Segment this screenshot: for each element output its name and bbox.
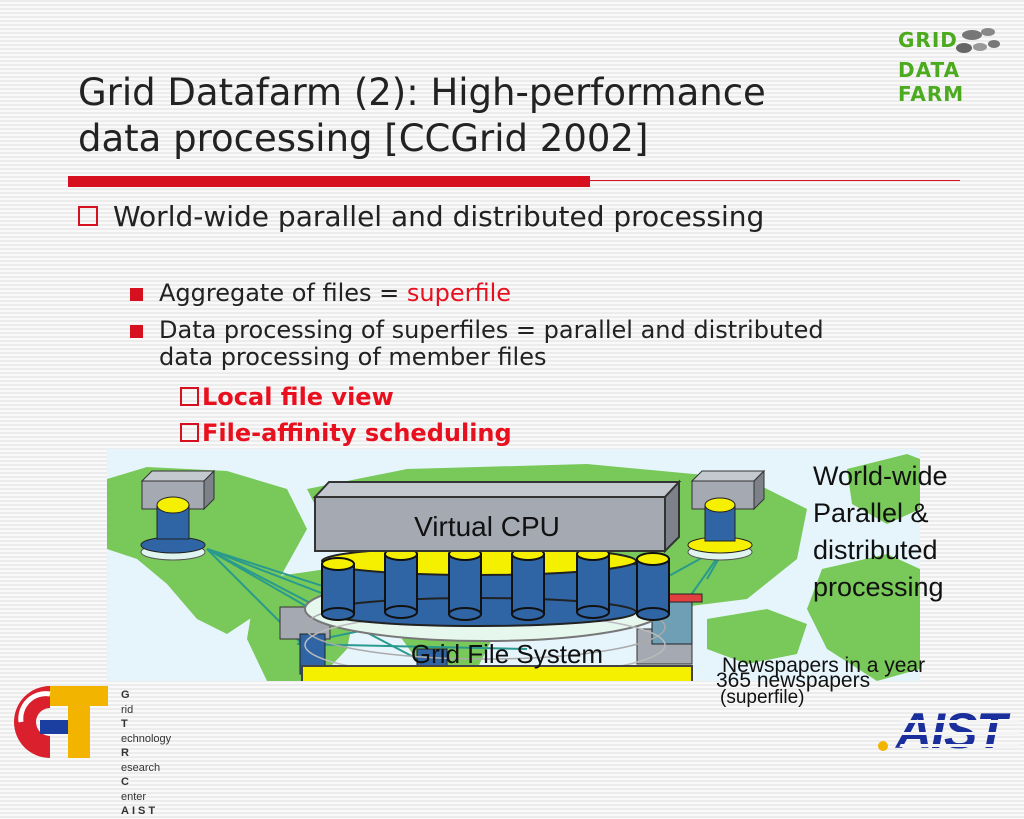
bullet-data-processing: Data processing of superfiles = parallel… xyxy=(130,317,870,371)
bullet-local-file-view: Local file view xyxy=(180,383,394,411)
title-underline-thin xyxy=(590,180,960,181)
hollow-square-bullet-icon xyxy=(180,387,199,406)
grid-datafarm-logo: GRID DATA FARM xyxy=(880,10,1020,106)
grid-datafarm-logo-line-1: GRID xyxy=(898,28,958,52)
bullet-aggregate-of-files: Aggregate of files = superfile xyxy=(130,280,870,307)
virtual-cpu-box: Virtual CPU xyxy=(312,479,682,554)
filled-square-bullet-icon xyxy=(130,325,143,338)
bullet-local-file-view-text: Local file view xyxy=(202,383,394,411)
world-wide-caption-line-1: World-wide xyxy=(813,461,948,491)
gtrc-logo-icon xyxy=(14,686,108,758)
bullet-file-affinity-scheduling-text: File-affinity scheduling xyxy=(202,419,512,447)
aggregate-prefix: Aggregate of files = xyxy=(159,279,407,307)
node-west xyxy=(140,469,216,561)
grid-datafarm-logo-icon xyxy=(956,28,1000,53)
filled-square-bullet-icon xyxy=(130,288,143,301)
bullet-world-wide-processing-text: World-wide parallel and distributed proc… xyxy=(113,200,765,233)
world-wide-caption-line-2: Parallel & xyxy=(813,498,929,528)
bullet-aggregate-of-files-text: Aggregate of files = superfile xyxy=(159,280,870,307)
world-wide-caption-line-4: processing xyxy=(813,572,944,602)
bullet-data-processing-text: Data processing of superfiles = parallel… xyxy=(159,316,824,371)
superfile-caption: (superfile) xyxy=(720,687,805,708)
aist-logo-stripe xyxy=(899,720,1021,723)
hollow-square-bullet-icon xyxy=(180,423,199,442)
world-wide-caption: World-wide Parallel & distributed proces… xyxy=(813,458,1013,606)
org-line-aist: AIST xyxy=(121,805,159,817)
bullet-world-wide-processing: World-wide parallel and distributed proc… xyxy=(78,200,798,234)
newspapers-year-caption: Newspapers in a year xyxy=(722,654,926,677)
title-line-2: data processing [CCGrid 2002] xyxy=(78,117,649,160)
aist-logo-dot-icon xyxy=(878,741,888,751)
hollow-square-bullet-icon xyxy=(78,206,98,226)
node-east xyxy=(687,469,766,561)
bullet-file-affinity-scheduling: File-affinity scheduling xyxy=(180,419,512,447)
world-wide-caption-line-3: distributed xyxy=(813,535,938,565)
aist-logo-stripe xyxy=(899,732,1021,735)
grid-file-system-label: Grid File System xyxy=(411,639,603,669)
grid-datafarm-logo-line-2: DATA FARM xyxy=(898,58,965,106)
aist-logo: AIST xyxy=(878,700,1024,768)
superfile-term: superfile xyxy=(406,279,512,307)
title-underline-bar xyxy=(68,176,590,187)
virtual-cpu-label: Virtual CPU xyxy=(414,511,560,542)
aist-logo-text: AIST xyxy=(896,703,1007,759)
aist-logo-stripe xyxy=(899,744,1021,747)
newspapers-count-caption: 365 newspapers xyxy=(716,669,871,692)
title-line-1: Grid Datafarm (2): High-performance xyxy=(78,71,766,114)
grid-datafarm-diagram: Grid File System Virtual CPU xyxy=(107,449,920,681)
slide-title: Grid Datafarm (2): High-performance data… xyxy=(78,70,898,162)
